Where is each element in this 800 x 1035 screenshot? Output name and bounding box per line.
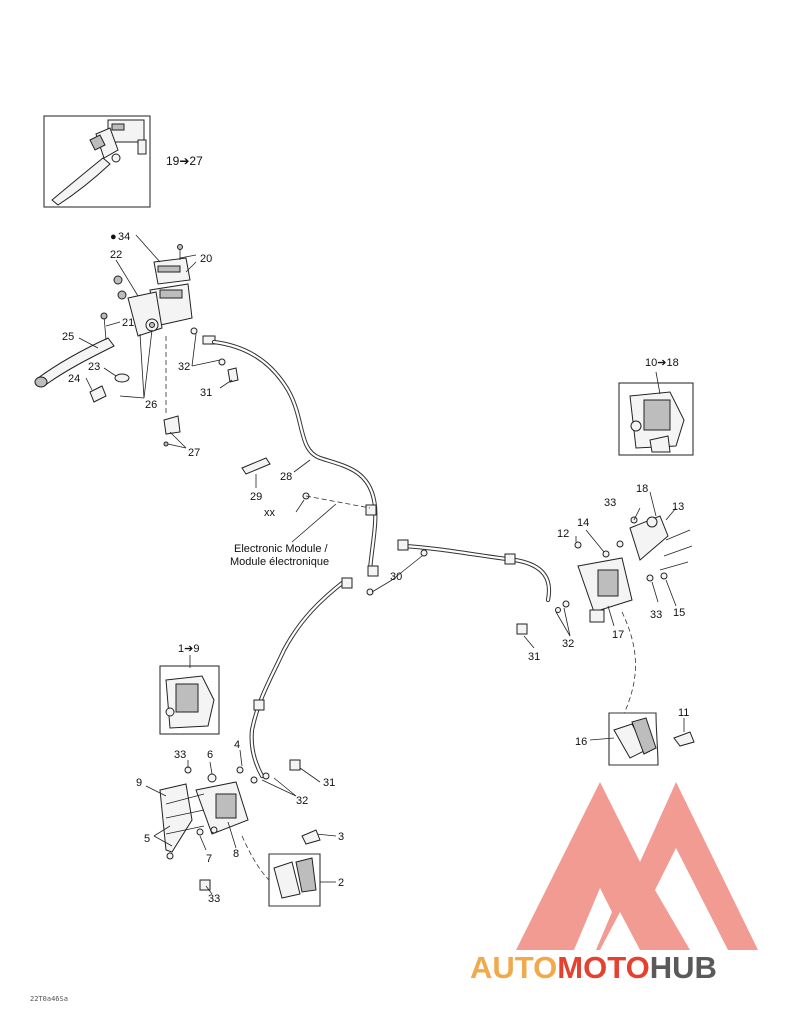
module-label-line2: Module électronique	[230, 556, 329, 568]
brake-lever	[34, 312, 115, 388]
callout-16: 16	[575, 736, 587, 748]
callout-32-top: 32	[178, 361, 190, 373]
callout-5: 5	[144, 833, 150, 845]
left-brake-pads	[268, 853, 321, 907]
callout-8: 8	[233, 848, 239, 860]
pad-spring-3	[301, 829, 321, 845]
callout-15: 15	[673, 607, 685, 619]
callout-6: 6	[207, 749, 213, 761]
callout-33-right-b: 33	[650, 609, 662, 621]
callout-9: 9	[136, 777, 142, 789]
boot-24	[89, 385, 107, 403]
callout-7: 7	[206, 853, 212, 865]
callout-34: 34	[118, 231, 130, 243]
callout-31-left: 31	[323, 777, 335, 789]
callout-26: 26	[145, 399, 157, 411]
callout-24: 24	[68, 373, 80, 385]
callout-2: 2	[338, 877, 344, 889]
callout-33-left-b: 33	[208, 893, 220, 905]
callout-33-left: 33	[174, 749, 186, 761]
callout-23: 23	[88, 361, 100, 373]
callout-14: 14	[577, 517, 589, 529]
callout-13: 13	[672, 501, 684, 513]
callout-28: 28	[280, 471, 292, 483]
callout-17: 17	[612, 629, 624, 641]
watermark-logo	[516, 782, 758, 950]
callout-33-right: 33	[604, 497, 616, 509]
callout-12: 12	[557, 528, 569, 540]
callout-18: 18	[636, 483, 648, 495]
watermark-text: AUTOMOTOHUB	[470, 950, 717, 985]
diagram-code: 22T0a46Sa	[30, 995, 68, 1003]
callout-1-9: 1➔9	[178, 643, 199, 655]
drop-icon: ●	[110, 231, 117, 243]
callout-19-27: 19➔27	[166, 154, 203, 168]
callout-27: 27	[188, 447, 200, 459]
callout-31-top: 31	[200, 387, 212, 399]
module-label-line1: Electronic Module /	[234, 543, 328, 555]
right-caliper	[516, 515, 693, 635]
callout-32-right: 32	[562, 638, 574, 650]
callout-31-right: 31	[528, 651, 540, 663]
inset-master-cylinder	[43, 115, 151, 208]
callout-4: 4	[234, 739, 240, 751]
callout-10-18: 10➔18	[645, 357, 679, 369]
switch-27	[163, 415, 181, 435]
callout-22: 22	[110, 249, 122, 261]
callout-25: 25	[62, 331, 74, 343]
callout-30: 30	[390, 571, 402, 583]
o-ring-23	[114, 373, 130, 383]
inset-right-caliper	[618, 371, 694, 456]
callout-11: 11	[678, 707, 689, 719]
inset-left-caliper	[159, 655, 220, 735]
callout-32-left: 32	[296, 795, 308, 807]
clip-29	[241, 457, 271, 475]
callout-3: 3	[338, 831, 344, 843]
master-cylinder	[113, 244, 216, 345]
callout-21: 21	[122, 317, 134, 329]
pad-spring-11	[673, 731, 695, 747]
callout-29: 29	[250, 491, 262, 503]
right-brake-pads	[608, 712, 659, 766]
callout-xx: xx	[264, 507, 276, 519]
left-caliper	[159, 759, 301, 891]
callout-20: 20	[200, 253, 212, 265]
